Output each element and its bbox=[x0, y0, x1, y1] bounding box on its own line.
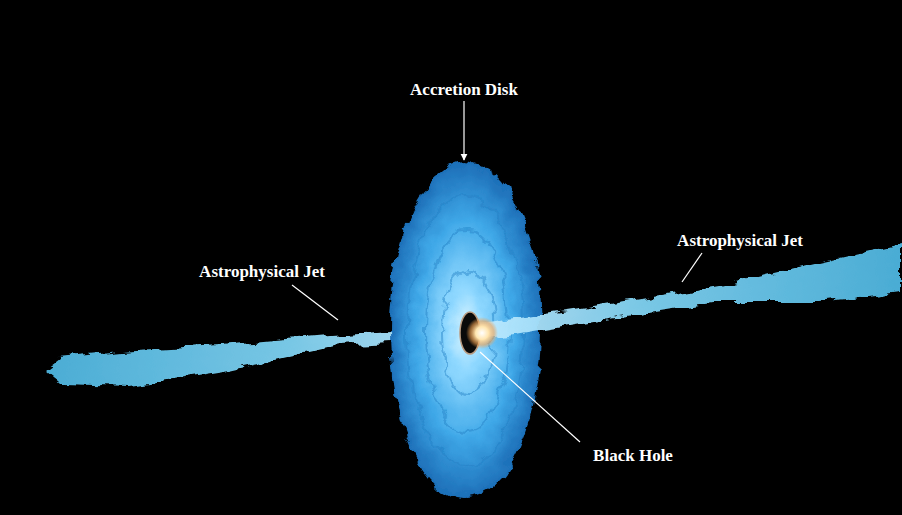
label-holder: Astrophysical Jet bbox=[199, 263, 325, 282]
label-holder: Accretion Disk bbox=[410, 81, 518, 100]
label-holder: Black Hole bbox=[593, 447, 673, 466]
leader-line bbox=[463, 101, 464, 160]
label-holder: Astrophysical Jet bbox=[677, 232, 803, 251]
leader-line bbox=[292, 285, 338, 320]
core-glow bbox=[466, 317, 498, 349]
part-label: Astrophysical Jet bbox=[677, 232, 803, 251]
part-label: Black Hole bbox=[593, 447, 673, 466]
right-jet bbox=[478, 244, 900, 340]
leader-line bbox=[682, 253, 702, 282]
part-label: Astrophysical Jet bbox=[199, 263, 325, 282]
leader-line bbox=[480, 352, 580, 442]
part-label: Accretion Disk bbox=[410, 81, 518, 100]
